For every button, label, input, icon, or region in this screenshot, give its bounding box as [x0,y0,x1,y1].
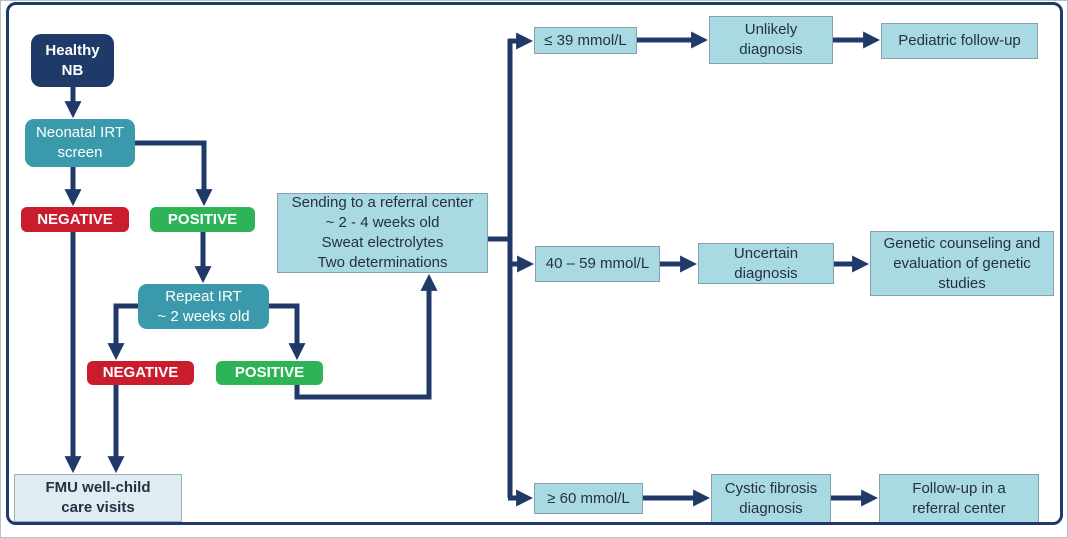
referral-center-box: Sending to a referral center ~ 2 - 4 wee… [277,193,488,273]
negative-result-badge-2: NEGATIVE [87,361,194,385]
positive-result-badge-2: POSITIVE [216,361,323,385]
fmu-well-child-box: FMU well-child care visits [14,474,182,522]
le-39-mmol-box: ≤ 39 mmol/L [534,27,637,54]
ge-60-mmol-box: ≥ 60 mmol/L [534,483,643,514]
negative-result-badge-1: NEGATIVE [21,207,129,232]
positive-result-badge-1: POSITIVE [150,207,255,232]
healthy-nb-box: Healthy NB [31,34,114,87]
unlikely-diagnosis-box: Unlikely diagnosis [709,16,833,64]
genetic-counseling-box: Genetic counseling and evaluation of gen… [870,231,1054,296]
uncertain-diagnosis-box: Uncertain diagnosis [698,243,834,284]
referral-follow-up-box: Follow-up in a referral center [879,474,1039,523]
neonatal-irt-screen-box: Neonatal IRT screen [25,119,135,167]
cystic-fibrosis-diagnosis-box: Cystic fibrosis diagnosis [711,474,831,523]
pediatric-follow-up-box: Pediatric follow-up [881,23,1038,59]
repeat-irt-box: Repeat IRT ~ 2 weeks old [138,284,269,329]
40-59-mmol-box: 40 – 59 mmol/L [535,246,660,282]
